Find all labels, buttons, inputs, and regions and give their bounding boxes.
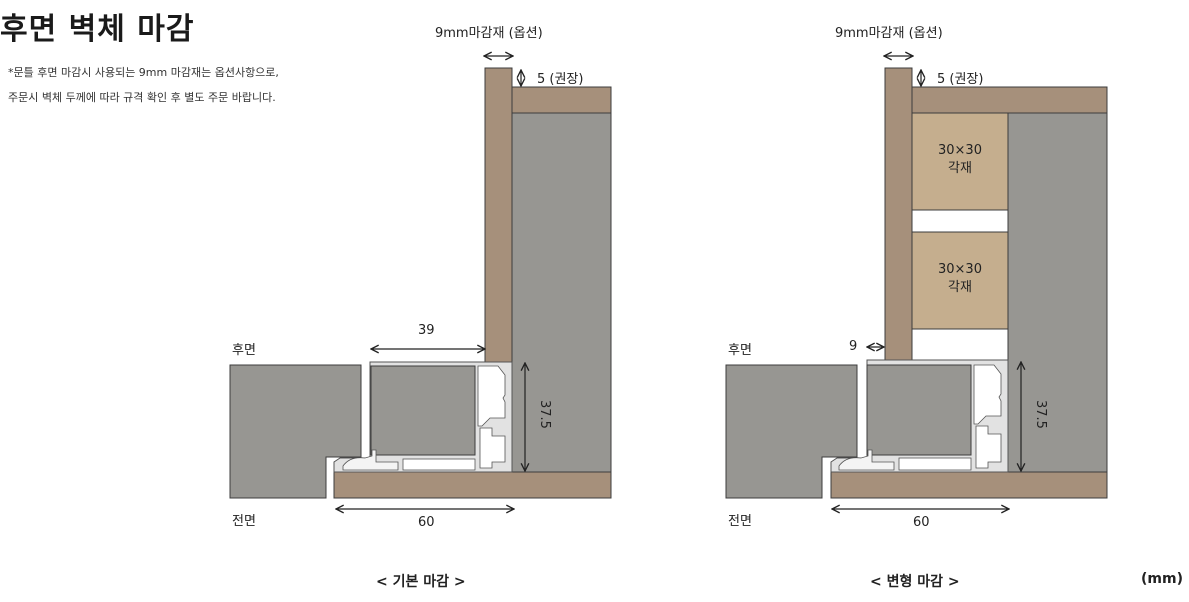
diagram-basic-finish: [229, 56, 612, 509]
dim-37.5-label: 37.5: [1033, 400, 1048, 429]
note-line-1: *문틀 후면 마감시 사용되는 9mm 마감재는 옵션사항으로,: [8, 66, 279, 79]
back-side-label: 후면: [728, 343, 752, 358]
door-leaf-inner: [370, 365, 476, 456]
block-name: 각재: [948, 280, 972, 295]
wood-block-2-label: 30×30 각재: [912, 261, 1008, 297]
wood-block-1-label: 30×30 각재: [912, 142, 1008, 178]
dim-37.5-label: 37.5: [537, 400, 552, 429]
9mm-finish-strip: [884, 67, 913, 361]
note-line-2: 주문시 벽체 두께에 따라 규격 확인 후 별도 주문 바랍니다.: [8, 91, 276, 104]
wood-block-2: [911, 231, 1009, 330]
top-finish-board: [511, 86, 612, 114]
block-size: 30×30: [938, 262, 982, 277]
gap-label: 5 (권장): [537, 72, 584, 87]
finish-material-label: 9mm마감재 (옵션): [835, 26, 943, 41]
top-finish-board: [911, 86, 1108, 114]
back-side-label: 후면: [232, 343, 256, 358]
door-leaf: [229, 364, 362, 499]
9mm-finish-strip: [484, 67, 513, 363]
caption-modified-finish: < 변형 마감 >: [870, 574, 960, 590]
block-size: 30×30: [938, 143, 982, 158]
bottom-finish-board: [333, 471, 612, 499]
wall: [511, 112, 612, 473]
diagram-modified-finish: [725, 56, 1108, 509]
finish-material-label: 9mm마감재 (옵션): [435, 26, 543, 41]
wood-block-1: [911, 112, 1009, 211]
door-leaf: [725, 364, 858, 499]
dim-60-label: 60: [913, 515, 930, 530]
page-title: 후면 벽체 마감: [0, 12, 195, 47]
front-side-label: 전면: [232, 514, 256, 529]
dim-60-label: 60: [418, 515, 435, 530]
dim-9-label: 9: [849, 339, 858, 354]
bottom-finish-board: [830, 471, 1108, 499]
dim-39-label: 39: [418, 323, 435, 338]
unit-label: (mm): [1141, 571, 1183, 587]
block-name: 각재: [948, 161, 972, 176]
gap-label: 5 (권장): [937, 72, 984, 87]
front-side-label: 전면: [728, 514, 752, 529]
door-leaf-inner: [866, 364, 972, 456]
wall: [1007, 112, 1108, 473]
caption-basic-finish: < 기본 마감 >: [376, 574, 466, 590]
